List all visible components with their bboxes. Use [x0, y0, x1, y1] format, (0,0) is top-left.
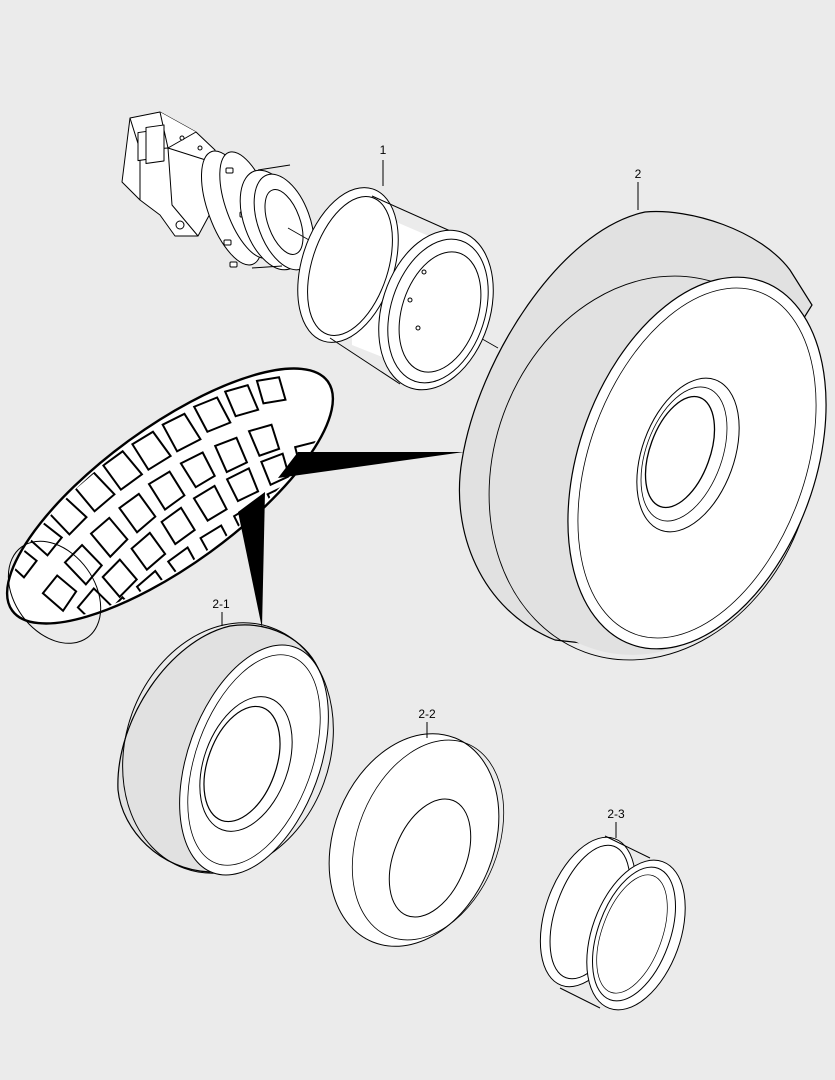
- callout-1: 1: [379, 143, 387, 157]
- tread-detail: [5, 367, 335, 644]
- callout-2-1: 2-1: [212, 597, 230, 611]
- callout-2-2: 2-2: [418, 707, 436, 721]
- axle-hub-assembly: [121, 111, 315, 271]
- complete-wheel-tire: [458, 210, 827, 661]
- callout-2-3: 2-3: [607, 807, 625, 821]
- leader-lines: [221, 160, 639, 838]
- zoom-ray-lower: [238, 492, 265, 628]
- rim: [297, 187, 494, 391]
- callout-2: 2: [634, 167, 642, 181]
- zoom-ray-upper: [278, 452, 464, 478]
- inner-tube: [328, 733, 505, 947]
- rim-band: [539, 835, 686, 1011]
- tire: [117, 622, 334, 876]
